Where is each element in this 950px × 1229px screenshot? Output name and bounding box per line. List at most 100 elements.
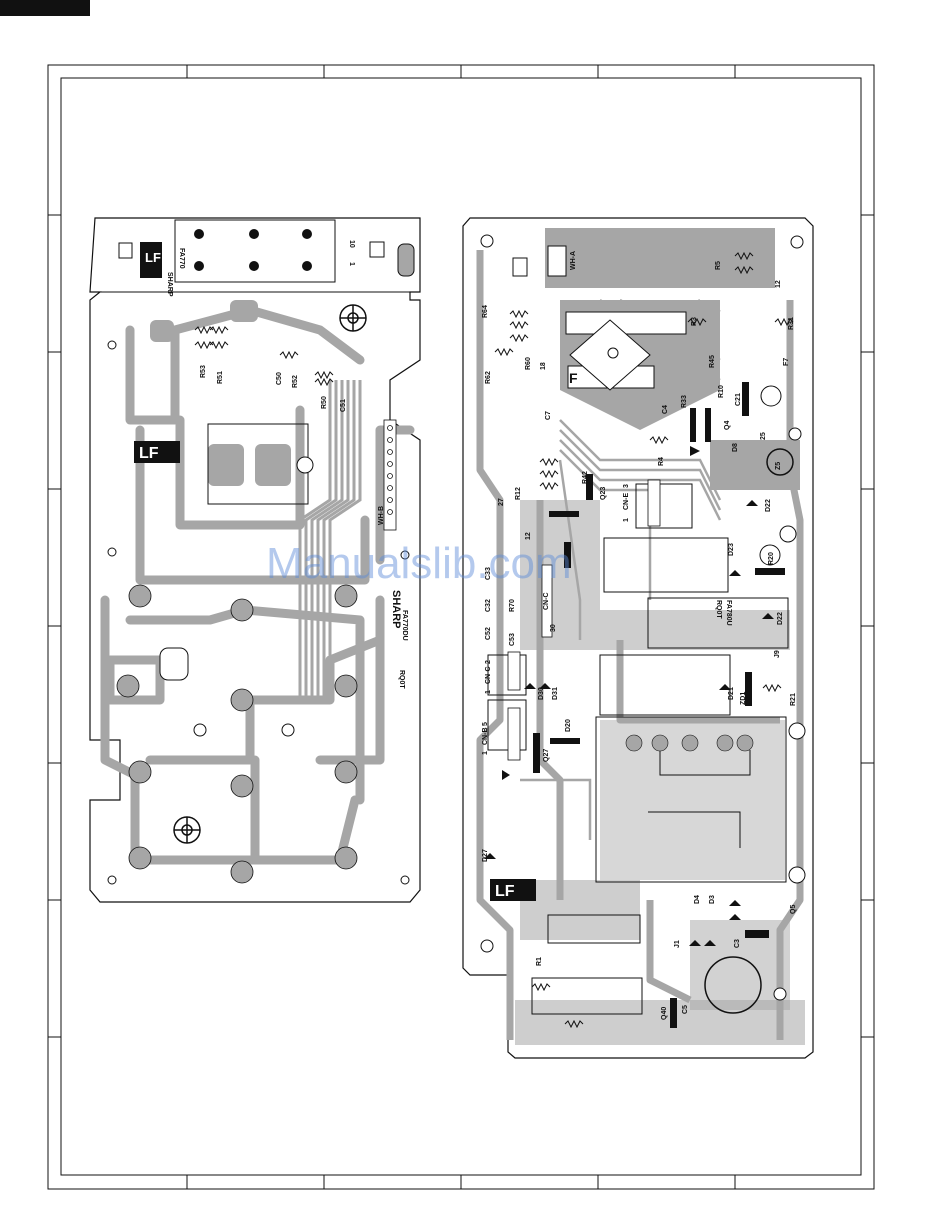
- right-part-39: C52: [485, 627, 492, 640]
- right-part-37: D22: [777, 612, 784, 625]
- right-part-26: 1: [623, 518, 630, 522]
- right-part-48: ZD1: [740, 692, 747, 705]
- left-solder-pads: [116, 584, 358, 884]
- right-lf-mark-text: LF: [495, 883, 515, 900]
- right-part-55: R1: [536, 957, 543, 966]
- right-part-33: R70: [509, 599, 516, 612]
- right-part-62: C5: [682, 1005, 689, 1014]
- right-relay-pads: [625, 734, 754, 752]
- right-part-45: D31: [552, 687, 559, 700]
- left-ground-pads: [150, 300, 291, 486]
- right-part-32: C33: [485, 567, 492, 580]
- ic-f-mark: F: [569, 370, 578, 386]
- right-part-11: R10: [718, 385, 725, 398]
- left-top-label-1: FA770: [178, 248, 185, 269]
- right-part-42: 2: [485, 660, 492, 664]
- right-part-49: R21: [790, 693, 797, 706]
- right-part-50: CN-B: [482, 728, 489, 746]
- right-part-21: R42: [582, 471, 589, 484]
- right-part-30: R20: [768, 552, 775, 565]
- wh-a-connector: [512, 245, 567, 277]
- left-part-c51: C51: [340, 399, 347, 412]
- left-top-label-2: 10: [348, 240, 355, 248]
- right-part-2: R60: [525, 357, 532, 370]
- right-part-46: D20: [565, 719, 572, 732]
- right-part-47: D21: [728, 687, 735, 700]
- drawing-frame: [47, 64, 875, 1190]
- right-part-51: Q27: [543, 749, 550, 762]
- right-part-59: C3: [734, 939, 741, 948]
- right-connectors: [507, 479, 661, 761]
- right-part-64: RQ0T: [715, 600, 722, 619]
- left-part-r51: R51: [217, 371, 224, 384]
- left-mount-holes: [107, 340, 410, 885]
- right-pcb-board: F: [462, 217, 814, 1059]
- right-part-40: C53: [509, 633, 516, 646]
- left-lf-mark-top: LF: [140, 242, 162, 278]
- right-part-41: CN-C: [485, 667, 492, 685]
- right-part-9: F7: [783, 358, 790, 366]
- right-part-4: WH-A: [570, 251, 577, 270]
- left-pcb-board: LF LF SHARP FA770 10 1 R53 R51 C50 R52 R…: [89, 217, 421, 903]
- left-part-labels: SHARP FA770 10 1 R53 R51 C50 R52 R50 C51…: [166, 240, 408, 689]
- right-part-28: D22: [765, 499, 772, 512]
- right-relays: [487, 483, 789, 1015]
- left-resistors: [194, 325, 334, 387]
- right-transistors: [533, 382, 785, 1028]
- right-part-56: D4: [694, 895, 701, 904]
- right-part-20: Z5: [775, 462, 782, 470]
- right-part-5: R5: [715, 261, 722, 270]
- left-square-pad-b: [369, 241, 385, 258]
- right-part-1: R62: [485, 371, 492, 384]
- watermark: Manualslib.com: [266, 539, 572, 588]
- left-part-r53: R53: [200, 365, 207, 378]
- right-part-0: R64: [482, 305, 489, 318]
- right-part-10: R45: [709, 355, 716, 368]
- left-bus-traces: [298, 380, 362, 700]
- right-electrolytic-caps: [704, 448, 794, 1014]
- right-part-16: C7: [545, 411, 552, 420]
- right-lf-mark: LF: [490, 879, 536, 901]
- right-part-60: Q5: [790, 905, 797, 914]
- right-part-44: D30: [538, 687, 545, 700]
- right-part-6: R3: [691, 317, 698, 326]
- microcontroller-ic: F: [565, 311, 687, 391]
- lf-mark-text-middle: LF: [139, 445, 159, 462]
- right-part-36: 30: [550, 624, 557, 632]
- right-diodes: [484, 446, 774, 946]
- left-top-label-3: 1: [348, 262, 355, 266]
- right-part-12: C21: [735, 393, 742, 406]
- right-part-3: 18: [540, 362, 547, 370]
- right-part-7: R31: [788, 317, 795, 330]
- left-side-brand: SHARP: [390, 590, 402, 629]
- left-fuse-pad: [397, 243, 415, 277]
- left-part-r52: R52: [292, 375, 299, 388]
- left-side-model: FA770DU: [401, 610, 408, 641]
- right-part-54: D27: [482, 849, 489, 862]
- right-trace-areas: [515, 228, 805, 1045]
- left-square-pad-a: [118, 242, 133, 259]
- lf-mark-text: LF: [145, 250, 161, 265]
- right-resistors: [494, 251, 794, 1029]
- right-part-22: Q23: [600, 487, 607, 500]
- right-part-61: Q40: [661, 1007, 668, 1020]
- right-part-35: CN-C: [543, 593, 550, 611]
- right-traces: [476, 250, 804, 1040]
- right-part-19: 25: [760, 432, 767, 440]
- left-fixing-screw-icons: [173, 304, 367, 844]
- right-part-14: C4: [662, 405, 669, 414]
- right-part-63: FA780U: [725, 600, 732, 626]
- right-part-25: CN-E: [623, 493, 630, 510]
- right-part-8: 12: [775, 280, 782, 288]
- right-part-52: 1: [482, 751, 489, 755]
- right-part-15: R33: [681, 395, 688, 408]
- right-part-31: D23: [728, 543, 735, 556]
- left-top-diodes: [194, 229, 312, 271]
- right-part-57: D3: [709, 895, 716, 904]
- right-part-labels: R64 R62 R60 18 WH-A R5 R3 R31 12 F7 R45 …: [482, 251, 797, 1020]
- left-top-label-0: SHARP: [166, 272, 173, 297]
- right-part-38: J9: [774, 650, 781, 658]
- right-part-17: R4: [658, 457, 665, 466]
- right-part-58: J1: [674, 940, 681, 948]
